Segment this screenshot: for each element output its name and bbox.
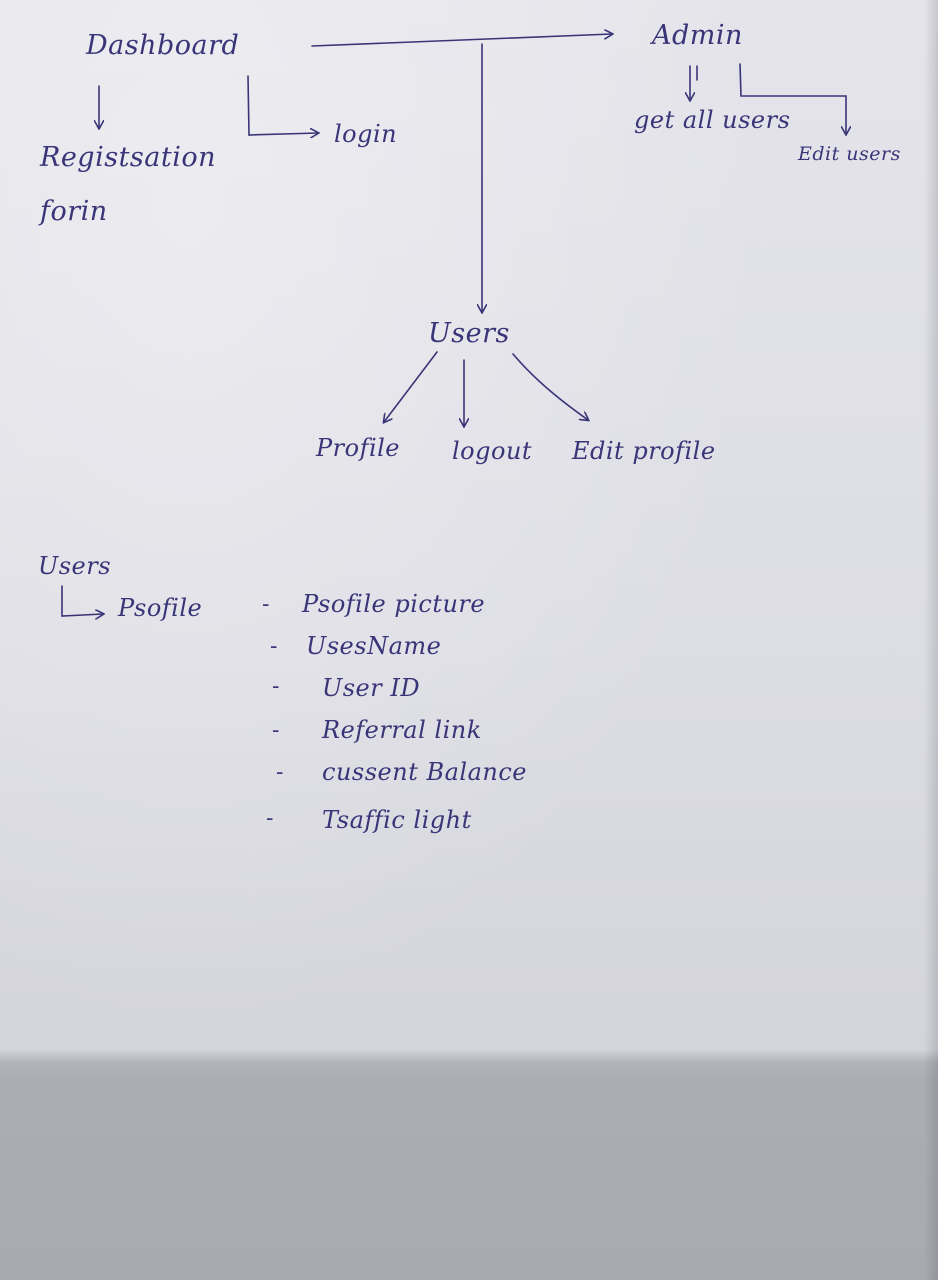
node-login: login (334, 120, 398, 148)
arrow-users-heading-to-profile (61, 585, 103, 616)
list-item: User ID (322, 674, 421, 702)
section-users-heading: Users (38, 552, 112, 580)
node-edit-profile: Edit profile (572, 437, 716, 465)
list-item: cussent Balance (322, 758, 527, 786)
node-admin: Admin (652, 20, 743, 51)
list-bullet: - (272, 718, 280, 743)
list-item: UsesName (306, 632, 442, 660)
list-bullet: - (270, 634, 278, 659)
photo-shadow (0, 1050, 938, 1280)
node-edit-users: Edit users (798, 143, 901, 165)
node-registration-line2: forin (40, 196, 108, 227)
node-get-all-users: get all users (634, 106, 791, 134)
node-profile: Profile (316, 434, 401, 462)
node-users: Users (428, 318, 510, 349)
list-bullet: - (266, 806, 274, 831)
arrow-dashboard-to-login (247, 75, 318, 135)
section-profile-subheading: Psofile (118, 594, 203, 622)
node-logout: logout (452, 437, 533, 465)
paper-edge-shadow (924, 0, 938, 1280)
node-dashboard: Dashboard (86, 30, 240, 61)
node-registration: Registsation (40, 142, 217, 173)
list-item: Psofile picture (302, 590, 486, 618)
list-item: Referral link (322, 716, 482, 744)
arrow-admin-to-edit-users (739, 63, 846, 134)
list-bullet: - (272, 674, 280, 699)
arrow-users-to-edit-profile (512, 353, 588, 420)
list-item: Tsaffic light (322, 806, 472, 834)
arrow-dashboard-to-admin (311, 34, 612, 47)
list-bullet: - (262, 592, 270, 617)
arrow-users-to-profile (384, 351, 438, 422)
list-bullet: - (276, 760, 284, 785)
